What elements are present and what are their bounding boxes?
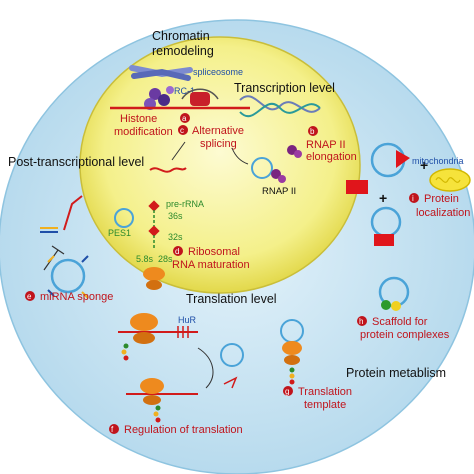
regulation-of-translation-label: Regulation of translation (124, 424, 243, 436)
36s-label: 36s (168, 211, 183, 221)
marker-c: c (180, 126, 184, 135)
nascent-peptide-icon (121, 343, 129, 361)
histone-modification-label-2: modification (114, 126, 173, 138)
transcription-level-label: Transcription level (234, 81, 335, 95)
marker-e-badge (25, 291, 35, 301)
spliceosome-label: spliceosome (193, 67, 243, 77)
nucleosome-icon (181, 88, 219, 106)
pes1-label: PES1 (108, 228, 131, 238)
marker-h-badge (357, 316, 367, 326)
bound-red-protein (374, 234, 394, 246)
translation-template-label: Translation (298, 386, 352, 398)
marker-g: g (285, 387, 289, 396)
prc1-label: PRC-1 (168, 86, 195, 96)
hur-release (223, 376, 238, 389)
marker-h: h (359, 317, 363, 326)
circ-arrow (231, 147, 249, 165)
protein-complex-icon (381, 300, 401, 311)
remodeling-label: remodeling (152, 44, 214, 58)
ribosomal-label-2: RNA maturation (172, 259, 250, 271)
post-transcriptional-label: Post-transcriptional level (8, 155, 144, 169)
rnap-ii-icon (271, 145, 302, 183)
regulating-circrna (220, 343, 244, 367)
chromosome-icon (129, 65, 193, 81)
scaffold-label-2: protein complexes (360, 329, 450, 341)
protein-metabolism-label: Protein metablism (346, 366, 446, 380)
mirna-sponge-label: miRNA sponge (40, 291, 113, 303)
marker-e: e (27, 292, 32, 301)
ribosome-reduced-icon (140, 378, 164, 405)
hur-label: HuR (178, 315, 197, 325)
chromatin-label: Chromatin (152, 29, 210, 43)
hur-binding-icon (177, 326, 189, 338)
nuclear-circrna-2 (114, 208, 134, 228)
marker-i: i (412, 194, 414, 203)
28s-label: 28s (158, 254, 173, 264)
translation-level-label: Translation level (186, 292, 277, 306)
alternative-splicing-label: Alternative (192, 125, 244, 137)
rnap-elongation-label-2: elongation (306, 151, 357, 163)
rnap-label: RNAP II (262, 186, 296, 197)
plus-sign: + (420, 157, 428, 173)
marker-a: a (182, 114, 187, 123)
marker-i-badge (409, 193, 419, 203)
histone-modification-label: Histone (120, 113, 157, 125)
nuclear-circrna (251, 157, 273, 179)
marker-a-badge (180, 113, 190, 123)
marker-c-badge (178, 125, 188, 135)
mirna-icon (40, 227, 58, 233)
bound-mirnas-icon (47, 255, 89, 299)
scaffold-label: Scaffold for (372, 316, 428, 328)
protein-localization-label-2: localization (416, 207, 470, 219)
5-8s-label: 5.8s (136, 254, 154, 264)
marker-f: f (111, 425, 114, 434)
spliced-rna-fragment (149, 167, 187, 173)
marker-d-badge (173, 246, 183, 256)
mitochondria-icon (429, 168, 471, 192)
mito-targeting-protein (396, 150, 410, 168)
plus-sign-2: + (379, 190, 387, 206)
marker-b: b (310, 127, 315, 136)
mitochondria-cristae (435, 177, 461, 183)
dna-helix-icon (239, 95, 321, 118)
target-mrna (63, 195, 83, 231)
rnap-elongation-label: RNAP II (306, 139, 346, 151)
pre-rrna-label: pre-rRNA (166, 199, 204, 209)
32s-label: 32s (168, 232, 183, 242)
marker-g-badge (283, 386, 293, 396)
ribosome-icon (143, 267, 165, 290)
reduced-peptide-icon (153, 405, 161, 423)
marker-f-badge (109, 424, 119, 434)
template-ribosome-icon (282, 341, 302, 365)
regulation-arrow (197, 347, 214, 389)
protein-localization-label: Protein (424, 193, 459, 205)
template-peptide-icon (289, 367, 295, 385)
alternative-splicing-label-2: splicing (200, 138, 237, 150)
mirna-sponge-circrna (50, 258, 86, 294)
red-protein (346, 180, 368, 194)
rrna-processing-icon (148, 200, 160, 250)
translation-template-label-2: template (304, 399, 346, 411)
ribosome-translating-icon (130, 313, 158, 344)
ribosomal-label: Ribosomal (188, 246, 240, 258)
marker-b-badge (308, 126, 318, 136)
marker-d: d (175, 247, 179, 256)
mitochondria-label: mitochondria (412, 156, 464, 166)
spliced-rna-arrow (171, 141, 186, 161)
